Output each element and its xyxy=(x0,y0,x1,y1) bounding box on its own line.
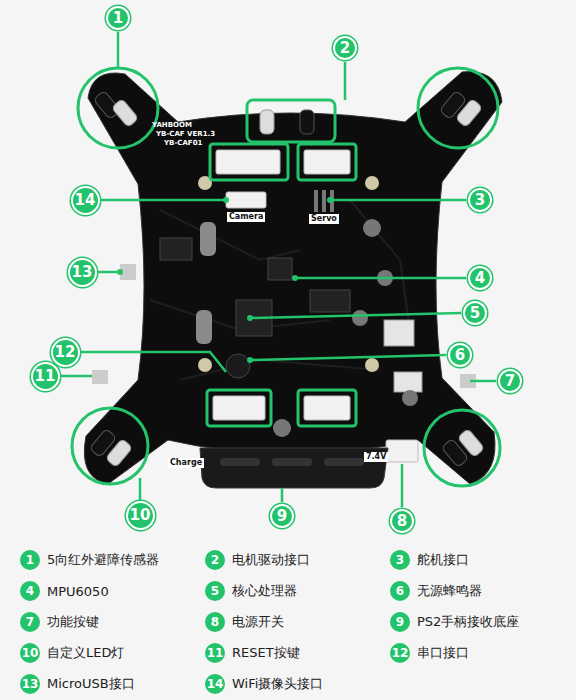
key-entry: 14 WiFi摄像头接口 xyxy=(205,674,323,694)
callout-number: 6 xyxy=(448,343,472,367)
key-entry: 2 电机驱动接口 xyxy=(205,550,310,570)
key-number: 6 xyxy=(390,581,410,601)
callout-number: 3 xyxy=(468,188,492,212)
callout-number: 4 xyxy=(468,266,492,290)
ps2-receiver xyxy=(200,448,388,488)
key-number: 14 xyxy=(205,674,225,694)
ic-chip xyxy=(92,219,476,437)
key-text: 舵机接口 xyxy=(417,551,469,569)
callout-label: 7 xyxy=(505,374,515,389)
key-number: 7 xyxy=(20,612,40,632)
key-entry: 12 串口接口 xyxy=(390,643,469,663)
board-marking: 7.4V xyxy=(364,452,388,462)
key-entry: 3 舵机接口 xyxy=(390,550,469,570)
callout-label: 11 xyxy=(35,369,56,384)
key-number: 8 xyxy=(205,612,225,632)
callout-number: 7 xyxy=(498,369,522,393)
key-entry: 6 无源蜂鸣器 xyxy=(390,581,482,601)
leader-dot xyxy=(117,197,333,363)
key-text: 电源开关 xyxy=(232,613,284,631)
board-marking: Camera xyxy=(227,212,265,222)
callout-number: 9 xyxy=(270,504,294,528)
key-entry: 5 核心处理器 xyxy=(205,581,297,601)
callout-label: 10 xyxy=(130,508,151,523)
board-marking: Servo xyxy=(309,214,339,224)
key-number: 13 xyxy=(20,674,40,694)
key-entry: 8 电源开关 xyxy=(205,612,284,632)
key-number: 5 xyxy=(205,581,225,601)
callout-label: 6 xyxy=(455,348,465,363)
key-text: 串口接口 xyxy=(417,644,469,662)
servo-pins xyxy=(314,190,334,212)
key-number: 4 xyxy=(20,581,40,601)
callout-number: 8 xyxy=(390,509,414,533)
key-number: 12 xyxy=(390,643,410,663)
leader-line xyxy=(59,32,496,507)
callout-label: 2 xyxy=(340,41,350,56)
callout-number: 1 xyxy=(106,6,130,30)
key-entry: 10 自定义LED灯 xyxy=(20,643,124,663)
key-number: 10 xyxy=(20,643,40,663)
board-marking: Charge xyxy=(168,458,204,468)
callout-number: 2 xyxy=(333,36,357,60)
callout-number: 5 xyxy=(463,301,487,325)
ir-sensor xyxy=(89,91,484,468)
callout-label: 14 xyxy=(75,193,96,208)
callout-number: 12 xyxy=(51,338,80,367)
key-number: 3 xyxy=(390,550,410,570)
key-text: RESET按键 xyxy=(232,644,300,662)
key-entry: 11 RESET按键 xyxy=(205,643,300,663)
connector-socket xyxy=(213,150,418,462)
callout-label: 1 xyxy=(113,11,123,26)
callout-number: 14 xyxy=(71,186,100,215)
ps2-slot xyxy=(220,458,364,466)
key-text: PS2手柄接收底座 xyxy=(417,613,519,631)
mounting-hole xyxy=(198,176,379,372)
callout-number: 13 xyxy=(68,258,97,287)
key-text: 功能按键 xyxy=(47,613,99,631)
callout-label: 9 xyxy=(277,509,287,524)
callout-label: 5 xyxy=(470,306,480,321)
callout-label: 13 xyxy=(72,265,93,280)
key-text: 电机驱动接口 xyxy=(232,551,310,569)
callout-number: 11 xyxy=(31,362,60,391)
key-text: 无源蜂鸣器 xyxy=(417,582,482,600)
callout-label: 4 xyxy=(475,271,485,286)
callout-number: 10 xyxy=(126,501,155,530)
highlight-outline xyxy=(72,68,500,486)
callout-label: 12 xyxy=(55,345,76,360)
board-marking: YB-CAF01 xyxy=(164,140,202,147)
key-number: 9 xyxy=(390,612,410,632)
key-text: WiFi摄像头接口 xyxy=(232,675,323,693)
key-entry: 13 MicroUSB接口 xyxy=(20,674,135,694)
key-entry: 7 功能按键 xyxy=(20,612,99,632)
key-entry: 9 PS2手柄接收底座 xyxy=(390,612,519,632)
key-number: 11 xyxy=(205,643,225,663)
key-text: 5向红外避障传感器 xyxy=(47,551,159,569)
board-marking: YB-CAF VER1.3 xyxy=(156,131,215,138)
key-text: MPU6050 xyxy=(47,584,109,599)
board-marking: YAHBOOM xyxy=(152,122,192,129)
callout-label: 8 xyxy=(397,514,407,529)
callout-label: 3 xyxy=(475,193,485,208)
key-number: 2 xyxy=(205,550,225,570)
key-entry: 1 5向红外避障传感器 xyxy=(20,550,159,570)
key-text: MicroUSB接口 xyxy=(47,675,135,693)
key-entry: 4 MPU6050 xyxy=(20,581,109,601)
key-text: 自定义LED灯 xyxy=(47,644,124,662)
key-number: 1 xyxy=(20,550,40,570)
key-text: 核心处理器 xyxy=(232,582,297,600)
